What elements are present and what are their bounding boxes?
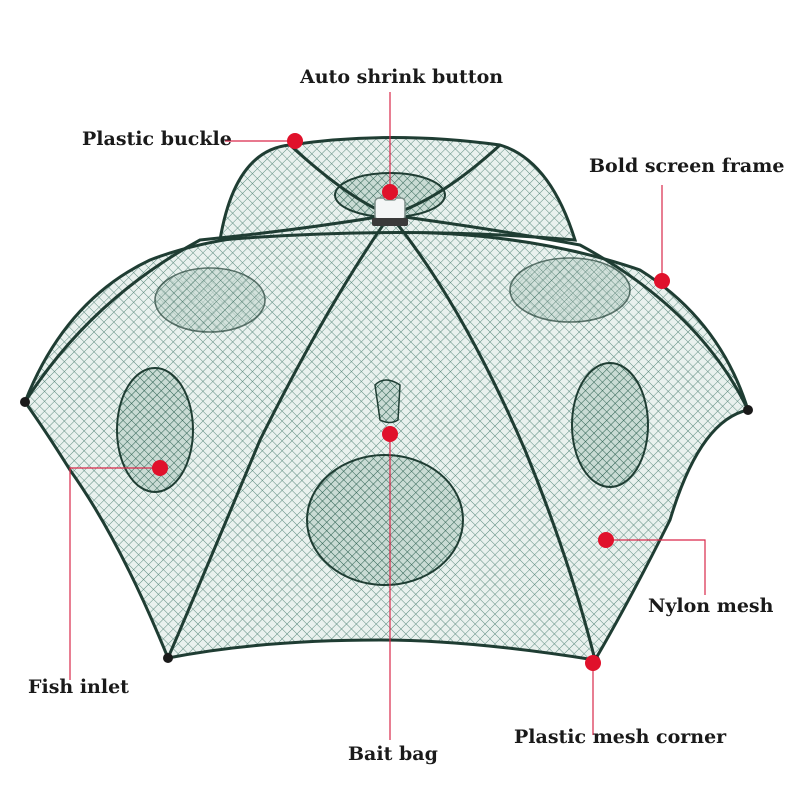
nylon-mesh-label: Nylon mesh	[648, 595, 774, 617]
bold-screen-frame-label: Bold screen frame	[589, 155, 785, 177]
shrink-button-hub	[372, 189, 408, 226]
fish-entrances	[116, 172, 649, 586]
plastic-buckle-label: Plastic buckle	[82, 128, 232, 150]
bait-bag	[374, 379, 401, 424]
callout-leader-lines	[69, 92, 706, 740]
marker-bait-bag	[382, 426, 398, 442]
marker-plastic-buckle	[287, 133, 303, 149]
plastic-mesh-corner-label: Plastic mesh corner	[514, 726, 727, 748]
fish-inlet-label: Fish inlet	[28, 676, 129, 698]
marker-plastic-mesh-corner	[585, 655, 601, 671]
marker-auto-shrink-button	[382, 184, 398, 200]
marker-fish-inlet	[152, 460, 168, 476]
marker-bold-screen-frame	[654, 273, 670, 289]
marker-nylon-mesh	[598, 532, 614, 548]
auto-shrink-button-label: Auto shrink button	[300, 66, 504, 88]
callout-markers	[152, 133, 670, 671]
bait-bag-label: Bait bag	[348, 743, 438, 765]
